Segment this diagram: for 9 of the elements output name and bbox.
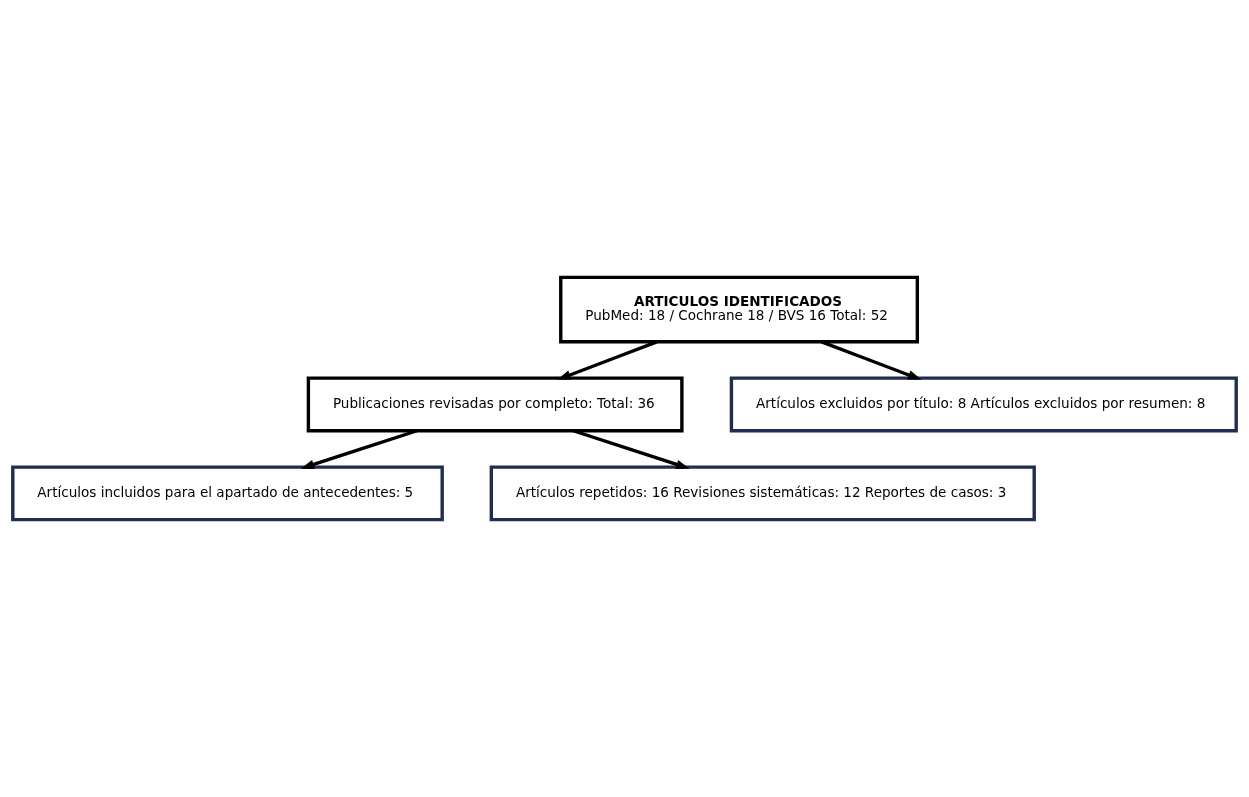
arrow [820, 340, 922, 380]
node-box: Publicaciones revisadas por completo: Total: 36 [306, 376, 684, 433]
arrow [557, 340, 658, 380]
node-box: Artículos excluidos por título: 8 Artículos excluidos por resumen: 8 [729, 376, 1238, 433]
node-box: Artículos incluidos para el apartado de antecedentes: 5 [11, 465, 444, 522]
arrow [572, 429, 690, 469]
node-box: ARTICULOS IDENTIFICADOS PubMed: 18 / Cochrane 18 / BVS 16 Total: 52 [559, 275, 920, 344]
node-box: Artículos repetidos: 16 Revisiones sistemáticas: 12 Reportes de casos: 3 [489, 465, 1036, 522]
arrow [300, 429, 418, 469]
